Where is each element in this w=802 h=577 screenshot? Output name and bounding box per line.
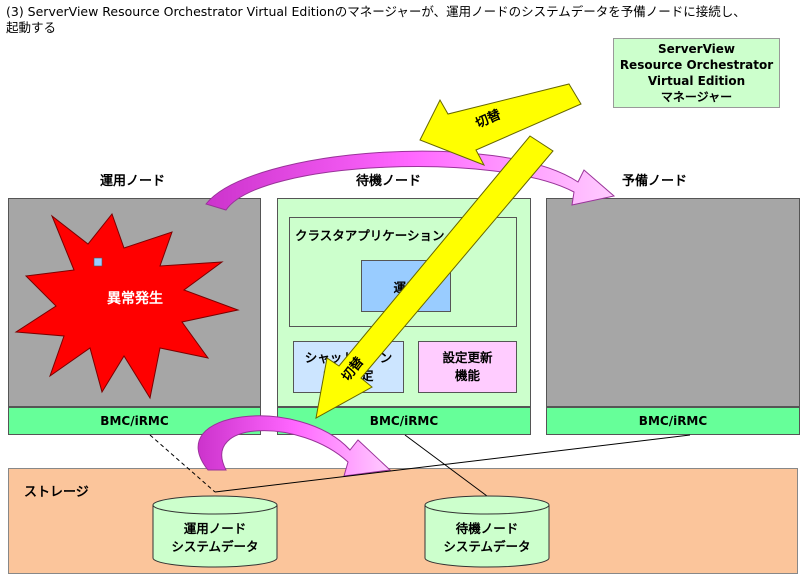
migration-arc-arrow-top[interactable] <box>205 150 616 211</box>
active-data-line-1: 運用ノード <box>183 521 247 536</box>
active-system-data-label: 運用ノード システムデータ <box>153 518 277 558</box>
switch-arrow-top[interactable] <box>419 83 582 166</box>
active-bmc-link <box>149 434 216 493</box>
spare-node[interactable] <box>546 198 800 407</box>
alert-label: 異常発生 <box>107 291 163 307</box>
storage-label: ストレージ <box>24 485 89 500</box>
standby-data-line-2: システムデータ <box>443 539 531 554</box>
storage-box[interactable] <box>8 468 798 574</box>
spare-node-bmc[interactable]: BMC/iRMC <box>546 407 800 435</box>
manager-line-1: ServerView <box>658 42 735 56</box>
standby-system-data-label: 待機ノード システムデータ <box>425 518 549 558</box>
alert-starburst-icon <box>14 212 240 400</box>
standby-system-data-cylinder[interactable] <box>424 495 550 568</box>
page-caption: (3) ServerView Resource Orchestrator Vir… <box>6 4 746 35</box>
active-node-title: 運用ノード <box>100 174 166 189</box>
manager-box[interactable]: ServerView Resource Orchestrator Virtual… <box>613 38 780 108</box>
active-data-line-2: システムデータ <box>171 539 259 554</box>
hidden-operation-fragment <box>93 257 103 267</box>
spare-node-title: 予備ノード <box>622 174 688 189</box>
standby-bmc-link <box>404 434 488 497</box>
switch-arrow-diagonal[interactable] <box>315 135 554 419</box>
standby-node-title: 待機ノード <box>356 174 422 189</box>
cluster-application-label: クラスタアプリケーション <box>295 228 445 243</box>
standby-data-line-1: 待機ノード <box>455 521 519 536</box>
active-system-data-cylinder[interactable] <box>152 495 278 568</box>
migration-arc-arrow-bottom[interactable] <box>197 415 392 477</box>
manager-line-4: マネージャー <box>660 90 733 104</box>
settings-update-box[interactable]: 設定更新機能 <box>418 341 517 393</box>
manager-line-2: Resource Orchestrator <box>619 58 774 72</box>
spare-bmc-link <box>214 434 691 493</box>
manager-line-3: Virtual Edition <box>647 74 746 88</box>
